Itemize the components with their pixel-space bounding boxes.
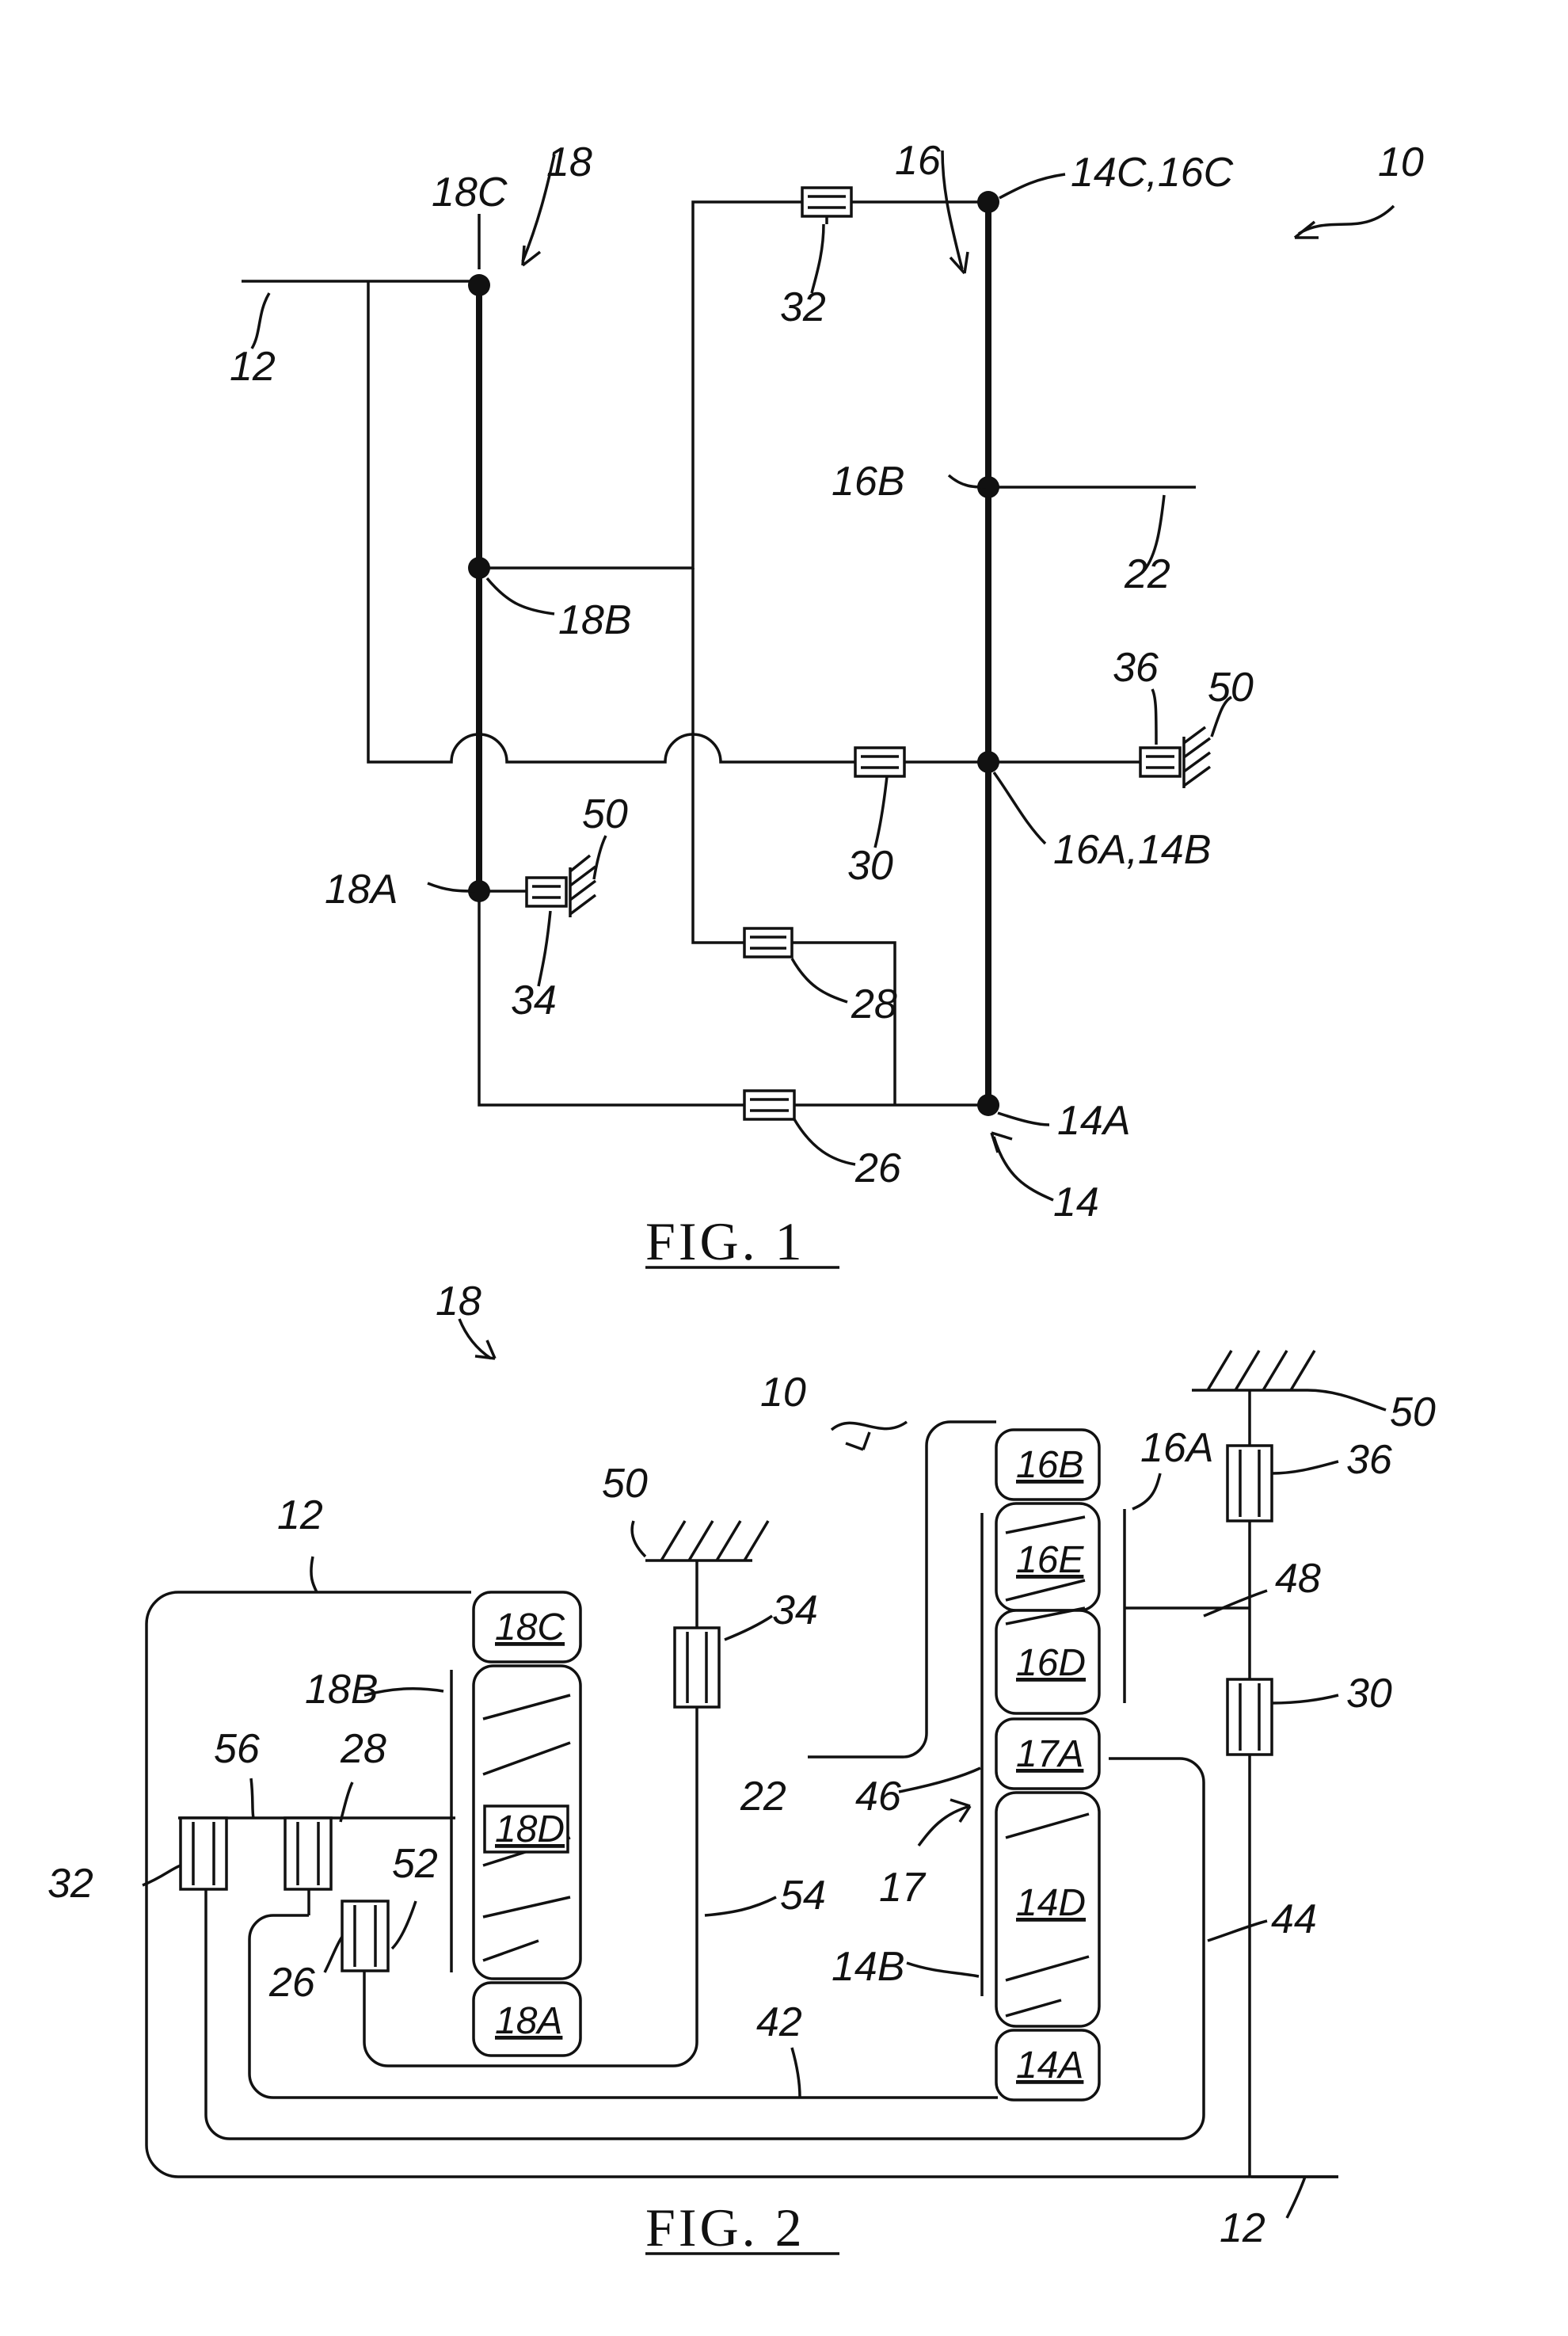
gear-18A-label: 18A — [495, 2000, 562, 2042]
label-22: 22 — [1124, 551, 1170, 597]
connection-12-30 — [368, 281, 988, 762]
gear-16E-label: 16E — [1016, 1539, 1084, 1581]
label-52: 52 — [392, 1841, 438, 1887]
gear-17A-label: 17A — [1016, 1733, 1083, 1775]
gear-14D-label: 14D — [1016, 1882, 1086, 1924]
node-14A — [977, 1094, 999, 1116]
label-14B-fig2: 14B — [832, 1944, 905, 1990]
label-16B: 16B — [832, 459, 905, 505]
label-16A-fig2: 16A — [1140, 1425, 1214, 1471]
label-54: 54 — [780, 1873, 826, 1919]
gear-stack-16-14: 16B 16E 16D 17A 14D 14A — [996, 1430, 1099, 2100]
clutch-32 — [802, 188, 851, 224]
arrow-17 — [919, 1800, 970, 1846]
label-48: 48 — [1275, 1556, 1321, 1602]
fig1-lever-diagram: 10 12 18C 18 16 14C,16C 32 16B 22 18B 36… — [230, 138, 1424, 1271]
node-18C — [468, 274, 490, 296]
label-50-b: 50 — [582, 791, 628, 837]
fig2-stick-diagram: 18C 18D 18A 16B 16E 16D 17A 14D 14A — [48, 1279, 1436, 2258]
label-18B-fig2: 18B — [305, 1667, 379, 1713]
label-56: 56 — [214, 1726, 260, 1772]
label-50-left: 50 — [602, 1461, 648, 1507]
label-26: 26 — [854, 1145, 901, 1191]
clutch-26-fig2 — [342, 1901, 388, 1971]
label-36-fig2: 36 — [1346, 1437, 1392, 1483]
clutch-30-fig2 — [1227, 1679, 1272, 1755]
connection-18B-32-14C — [479, 202, 988, 568]
label-28: 28 — [851, 981, 897, 1027]
label-16: 16 — [895, 138, 941, 184]
label-14C16C: 14C,16C — [1071, 150, 1234, 196]
gear-16B-label: 16B — [1016, 1444, 1083, 1486]
label-10: 10 — [1378, 139, 1424, 185]
label-32-fig2: 32 — [48, 1861, 93, 1907]
label-18A: 18A — [325, 867, 398, 913]
gear-18C-label: 18C — [495, 1606, 565, 1648]
label-50-right: 50 — [1390, 1389, 1436, 1435]
arrow-10-fig1 — [1295, 222, 1319, 238]
brake-34-fig2 — [675, 1628, 719, 1707]
label-18B: 18B — [558, 597, 632, 643]
node-16A14B — [977, 751, 999, 773]
clutch-26 — [744, 1091, 794, 1119]
clutch-30 — [855, 748, 904, 776]
gear-16D-label: 16D — [1016, 1642, 1086, 1684]
clutch-36-fig2 — [1227, 1446, 1272, 1521]
label-30: 30 — [847, 843, 893, 889]
fig1-caption: FIG. 1 — [645, 1211, 805, 1271]
label-28-fig2: 28 — [340, 1726, 386, 1772]
shaft-22 — [808, 1422, 996, 1757]
label-42: 42 — [756, 1999, 802, 2045]
label-34: 34 — [511, 977, 557, 1023]
brake-34 — [527, 856, 596, 917]
label-34-fig2: 34 — [772, 1587, 818, 1633]
label-44: 44 — [1271, 1896, 1317, 1942]
label-12-top: 12 — [277, 1492, 323, 1538]
label-18-fig2: 18 — [436, 1279, 481, 1324]
gear-18D-label: 18D — [495, 1808, 565, 1850]
label-16A14B: 16A,14B — [1053, 827, 1212, 873]
label-14A: 14A — [1057, 1098, 1131, 1144]
gear-stack-18: 18C 18D 18A — [474, 1592, 580, 2056]
label-10-fig2: 10 — [760, 1370, 806, 1416]
arrow-10-fig2 — [846, 1432, 870, 1450]
ground-50-right — [1192, 1351, 1315, 1390]
label-30-fig2: 30 — [1346, 1671, 1392, 1717]
clutch-28 — [744, 928, 792, 957]
label-14: 14 — [1053, 1179, 1099, 1225]
label-32: 32 — [780, 284, 826, 330]
label-50-a: 50 — [1208, 665, 1254, 711]
label-46: 46 — [855, 1774, 901, 1820]
gear-14A-label: 14A — [1016, 2044, 1083, 2086]
label-26-fig2: 26 — [268, 1960, 315, 2006]
label-18: 18 — [546, 139, 592, 185]
node-14C16C — [977, 191, 999, 213]
label-22-fig2: 22 — [740, 1774, 786, 1820]
fig2-caption: FIG. 2 — [645, 2197, 805, 2258]
label-17: 17 — [879, 1865, 927, 1911]
label-18C: 18C — [432, 170, 508, 215]
clutch-32-fig2 — [181, 1818, 226, 1889]
node-18B — [468, 557, 490, 579]
clutch-28-fig2 — [285, 1818, 331, 1889]
ground-50-left — [645, 1521, 768, 1628]
label-36: 36 — [1113, 645, 1159, 691]
label-12: 12 — [230, 344, 276, 390]
brake-36 — [1140, 727, 1210, 788]
label-12-bottom: 12 — [1220, 2205, 1265, 2251]
arrow-14 — [991, 1133, 1012, 1153]
